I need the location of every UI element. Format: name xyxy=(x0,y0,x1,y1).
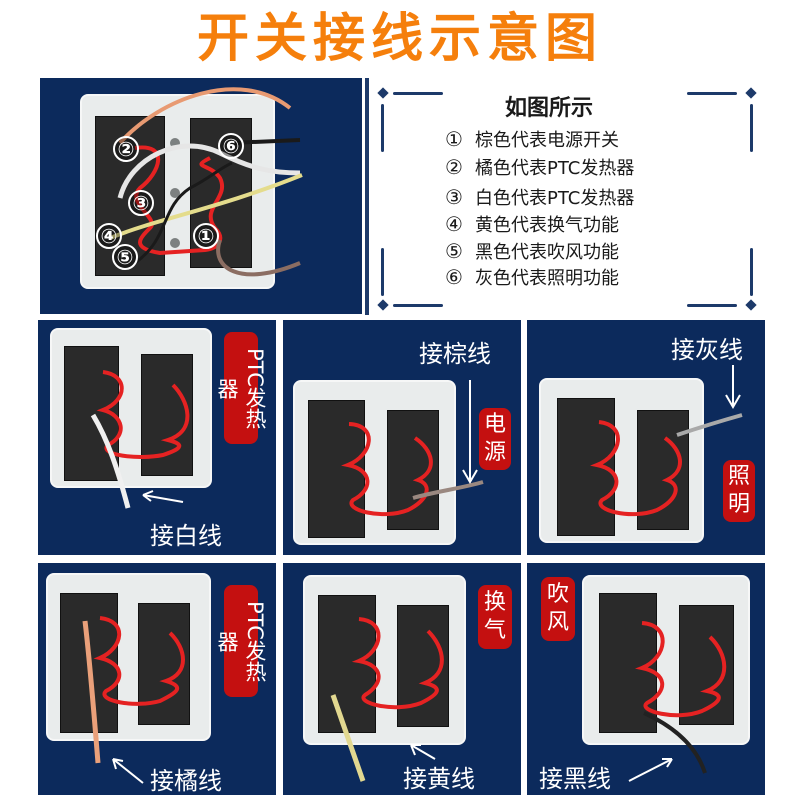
panel-brown-wire: 接棕线 电 源 xyxy=(283,320,521,555)
marker-2: ② xyxy=(113,136,139,162)
badge-char: 气 xyxy=(483,618,506,643)
switch-module-left xyxy=(308,400,365,538)
switch-module-left xyxy=(599,593,657,733)
switch-module-right xyxy=(679,605,734,725)
marker-3: ③ xyxy=(128,190,154,216)
panel-black-wire: 吹 风 接黑线 xyxy=(527,563,765,795)
badge-char: 明 xyxy=(727,492,750,517)
legend-item: ⑥ 灰色代表照明功能 xyxy=(445,264,619,290)
ornament-line xyxy=(381,248,384,296)
caption-orange-wire: 接橘线 xyxy=(150,767,222,795)
caption-black-wire: 接黑线 xyxy=(539,765,611,793)
legend-frame xyxy=(365,78,369,315)
caption-yellow-wire: 接黄线 xyxy=(403,765,475,793)
legend-item: ③ 白色代表PTC发热器 xyxy=(445,184,634,210)
badge-char: 源 xyxy=(483,440,506,465)
badge-blow-air: 吹 风 xyxy=(541,577,575,641)
panel-white-wire: PTC发热器 接白线 xyxy=(38,320,276,555)
switch-module-left xyxy=(60,593,118,733)
badge-char: 照 xyxy=(727,464,750,489)
badge-char: 换 xyxy=(483,590,506,615)
badge-ventilation: 换 气 xyxy=(478,585,512,649)
legend-mark: ① xyxy=(445,127,463,151)
panel-orange-wire: PTC发热器 接橘线 xyxy=(38,563,276,795)
marker-1: ① xyxy=(193,223,219,249)
badge-power: 电 源 xyxy=(479,408,511,470)
legend-mark: ② xyxy=(445,155,463,179)
ornament-line xyxy=(381,104,384,152)
legend-item: ④ 黄色代表换气功能 xyxy=(445,211,619,237)
switch-module-left xyxy=(64,346,119,481)
switch-module-right xyxy=(387,410,439,530)
badge-char: 风 xyxy=(546,610,569,635)
legend-heading: 如图所示 xyxy=(505,96,594,121)
ornament-icon xyxy=(745,87,757,99)
caption-gray-wire: 接灰线 xyxy=(671,336,743,364)
legend-item: ① 棕色代表电源开关 xyxy=(445,126,619,152)
rail-dot xyxy=(170,138,180,148)
ornament-icon xyxy=(377,299,389,311)
ornament-line xyxy=(393,304,443,307)
switch-module-right xyxy=(397,605,449,727)
caption-brown-wire: 接棕线 xyxy=(419,340,491,368)
ornament-icon xyxy=(745,299,757,311)
badge-ptc-heater: PTC发热器 xyxy=(215,585,267,697)
switch-module-right xyxy=(637,410,689,530)
badge-char: 吹 xyxy=(546,582,569,607)
legend-mark: ⑤ xyxy=(445,239,463,263)
ornament-icon xyxy=(377,87,389,99)
marker-5: ⑤ xyxy=(112,244,138,270)
badge-lighting: 照 明 xyxy=(723,460,755,522)
caption-white-wire: 接白线 xyxy=(150,522,222,550)
rail-dot xyxy=(170,188,180,198)
ornament-line xyxy=(393,92,443,95)
legend-text: 白色代表PTC发热器 xyxy=(475,188,635,209)
overview-panel: ② ⑥ ③ ④ ① ⑤ xyxy=(40,78,362,314)
legend-mark: ③ xyxy=(445,185,463,209)
legend-text: 橘色代表PTC发热器 xyxy=(475,158,635,179)
switch-module-left xyxy=(557,398,615,536)
panel-gray-wire: 接灰线 照 明 xyxy=(527,320,765,555)
switch-module-right xyxy=(141,354,193,476)
ornament-line xyxy=(687,92,737,95)
legend-text: 黑色代表吹风功能 xyxy=(475,242,619,263)
legend-item: ⑤ 黑色代表吹风功能 xyxy=(445,238,619,264)
switch-module-right xyxy=(138,603,190,725)
legend-mark: ④ xyxy=(445,212,463,236)
marker-6: ⑥ xyxy=(218,133,244,159)
ornament-line xyxy=(687,304,737,307)
legend-text: 棕色代表电源开关 xyxy=(475,130,619,151)
page-title: 开关接线示意图 xyxy=(196,9,603,69)
ornament-line xyxy=(750,248,753,296)
legend-mark: ⑥ xyxy=(445,265,463,289)
rail-dot xyxy=(170,238,180,248)
legend-text: 黄色代表换气功能 xyxy=(475,215,619,236)
legend-item: ② 橘色代表PTC发热器 xyxy=(445,154,634,180)
switch-module-left xyxy=(318,595,376,733)
legend-box: 如图所示 ① 棕色代表电源开关 ② 橘色代表PTC发热器 ③ 白色代表PTC发热器 ④… xyxy=(365,78,765,315)
legend-text: 灰色代表照明功能 xyxy=(475,268,619,289)
badge-ptc-heater: PTC发热器 xyxy=(215,332,267,444)
panel-yellow-wire: 换 气 接黄线 xyxy=(283,563,521,795)
badge-char: 电 xyxy=(483,412,506,437)
ornament-line xyxy=(750,104,753,152)
